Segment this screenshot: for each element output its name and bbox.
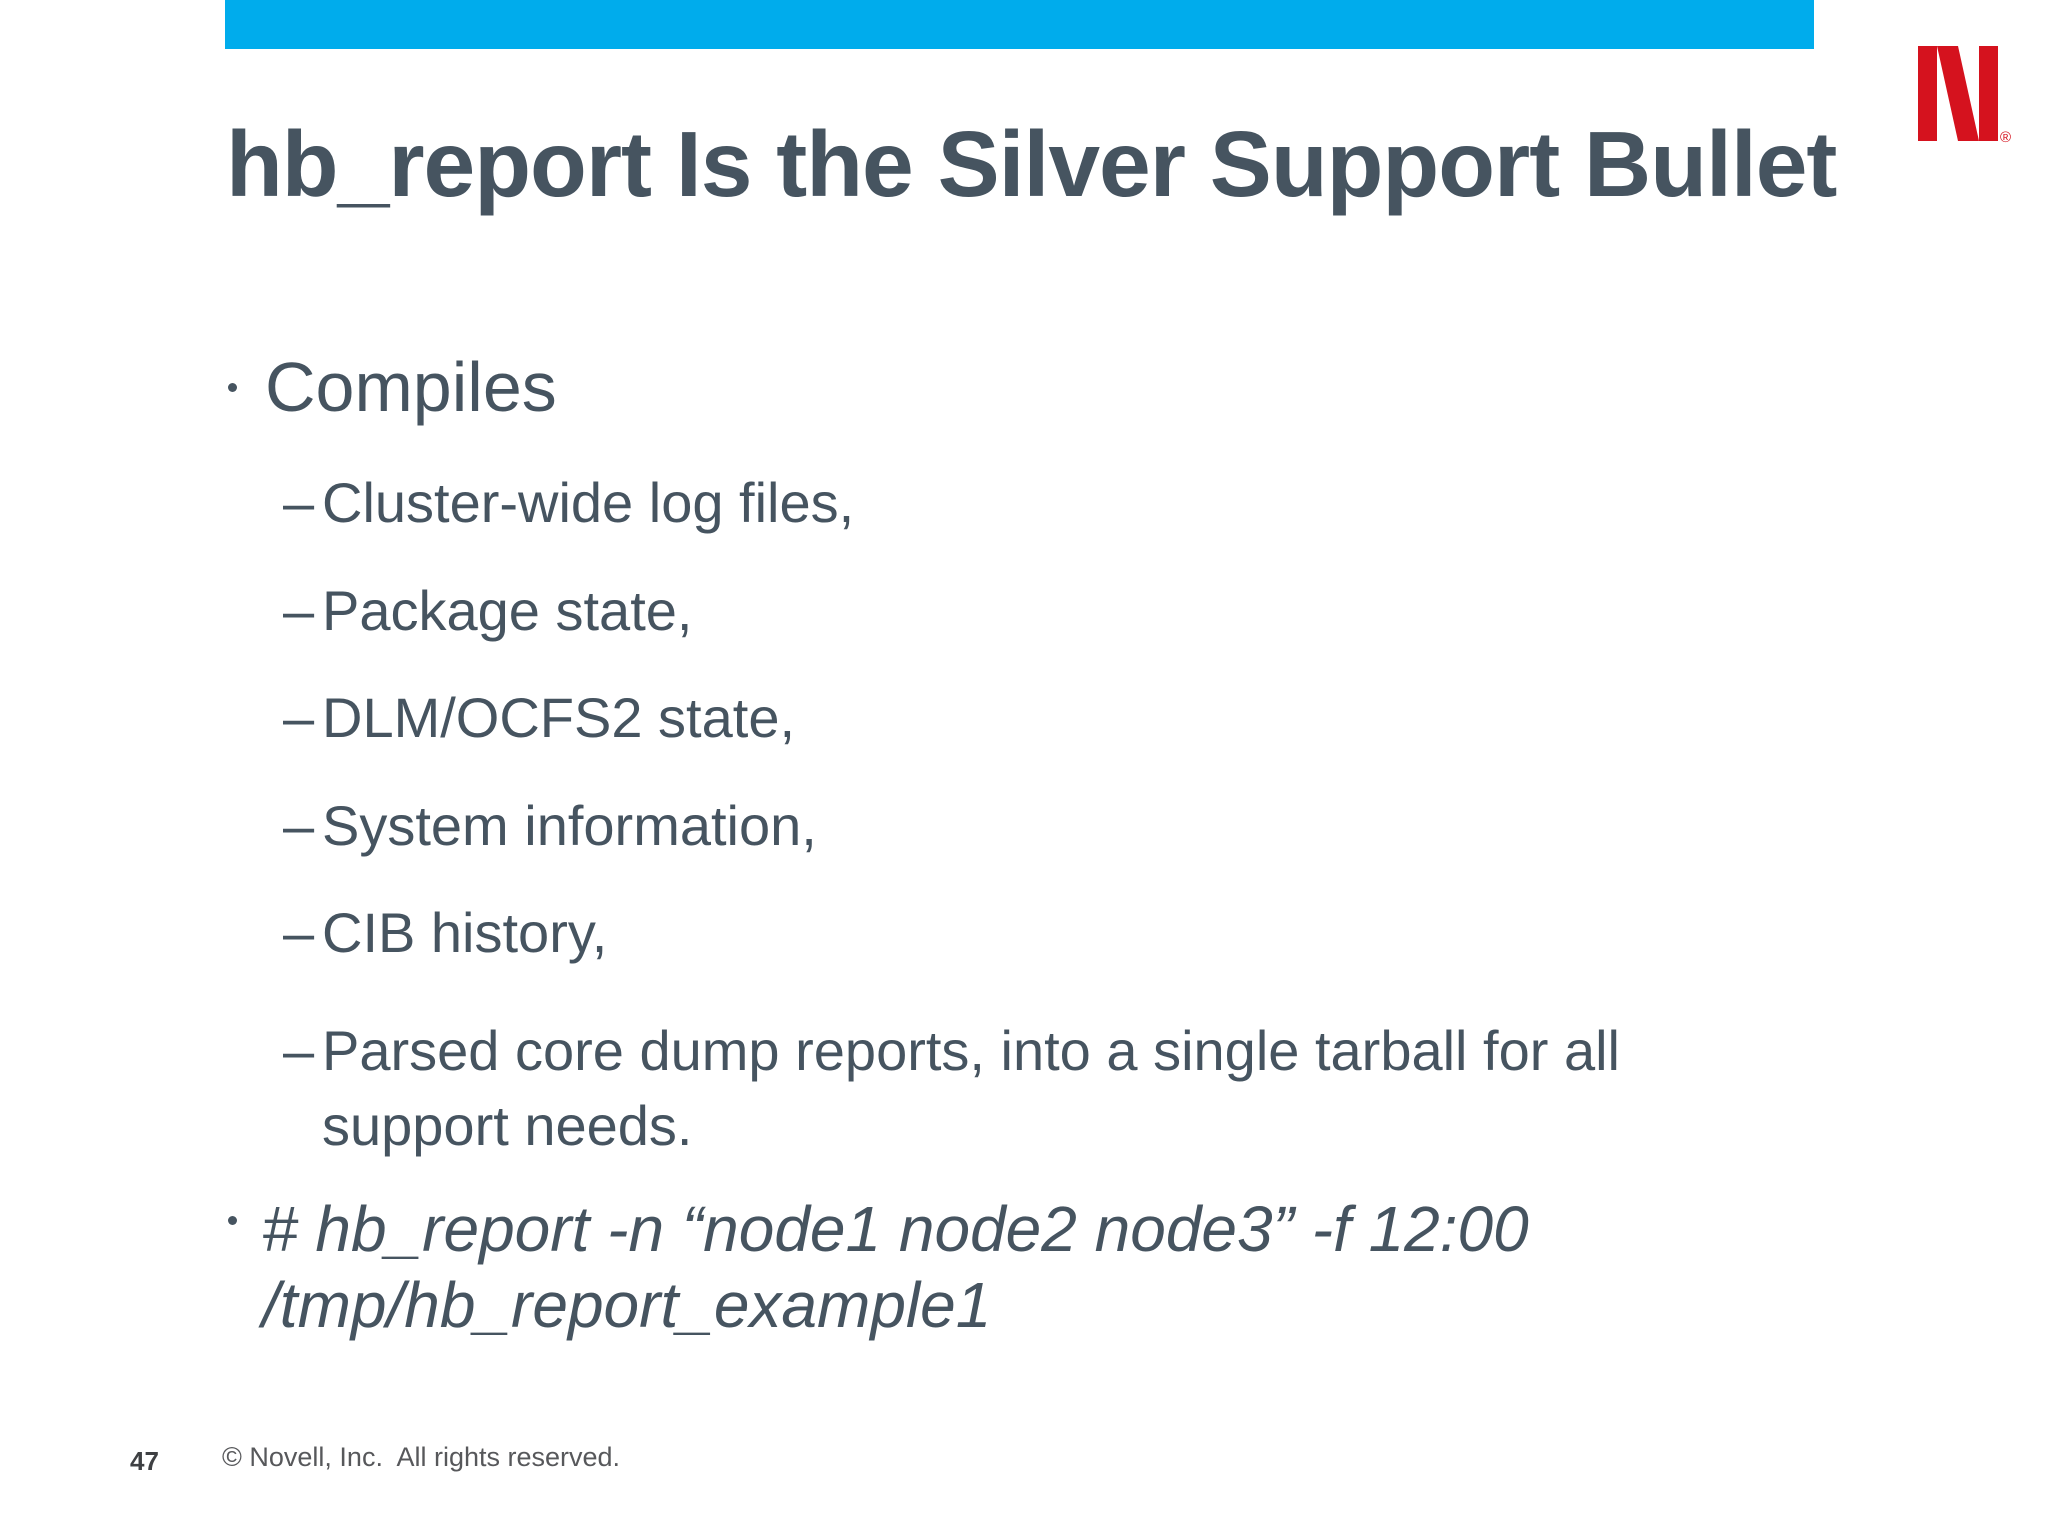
copyright-text: © Novell, Inc. All rights reserved. [222, 1442, 621, 1472]
command-line-2: /tmp/hb_report_example1 [262, 1269, 992, 1342]
command-line-1: # hb_report -n “node1 node2 node3” -f 12… [262, 1193, 1529, 1265]
sub-bullet-item: –Cluster-wide log files, [283, 475, 854, 531]
bullet-item-compiles: Compiles [226, 352, 557, 422]
bullet-dot-icon [228, 1216, 237, 1225]
registered-mark: ® [2000, 129, 2012, 146]
sub-bullet-item: –System information, [283, 798, 817, 854]
page-title: hb_report Is the Silver Support Bullet [226, 112, 1837, 216]
sub-bullet-item: –Parsed core dump reports, into a single… [283, 1013, 1620, 1163]
bullet-label: Compiles [265, 348, 557, 426]
sub-bullet-item: –CIB history, [283, 905, 607, 961]
sub-bullet-label: Cluster-wide log files, [322, 471, 855, 534]
command-bullet: # hb_report -n “node1 node2 node3” -f 12… [226, 1191, 1529, 1343]
page-number: 47 [130, 1446, 159, 1476]
dash-icon: – [283, 901, 315, 964]
sub-bullet-label: CIB history, [322, 901, 608, 964]
dash-icon: – [283, 471, 315, 534]
bullet-dot-icon [228, 383, 237, 392]
sub-bullet-label-line2: support needs. [322, 1094, 693, 1158]
sub-bullet-item: –DLM/OCFS2 state, [283, 690, 795, 746]
dash-icon: – [283, 686, 315, 749]
sub-bullet-label: System information, [322, 794, 817, 857]
top-accent-bar [225, 0, 1814, 49]
sub-bullet-label: Package state, [322, 579, 693, 642]
novell-logo: ® [1918, 45, 2014, 146]
dash-icon: – [283, 794, 315, 857]
sub-bullet-label: DLM/OCFS2 state, [322, 686, 796, 749]
sub-bullet-label: Parsed core dump reports, into a single … [322, 1019, 1620, 1082]
novell-logo-n-icon [1918, 46, 1998, 141]
dash-icon: – [283, 579, 315, 642]
sub-bullet-item: –Package state, [283, 583, 692, 639]
dash-icon: – [283, 1019, 315, 1082]
